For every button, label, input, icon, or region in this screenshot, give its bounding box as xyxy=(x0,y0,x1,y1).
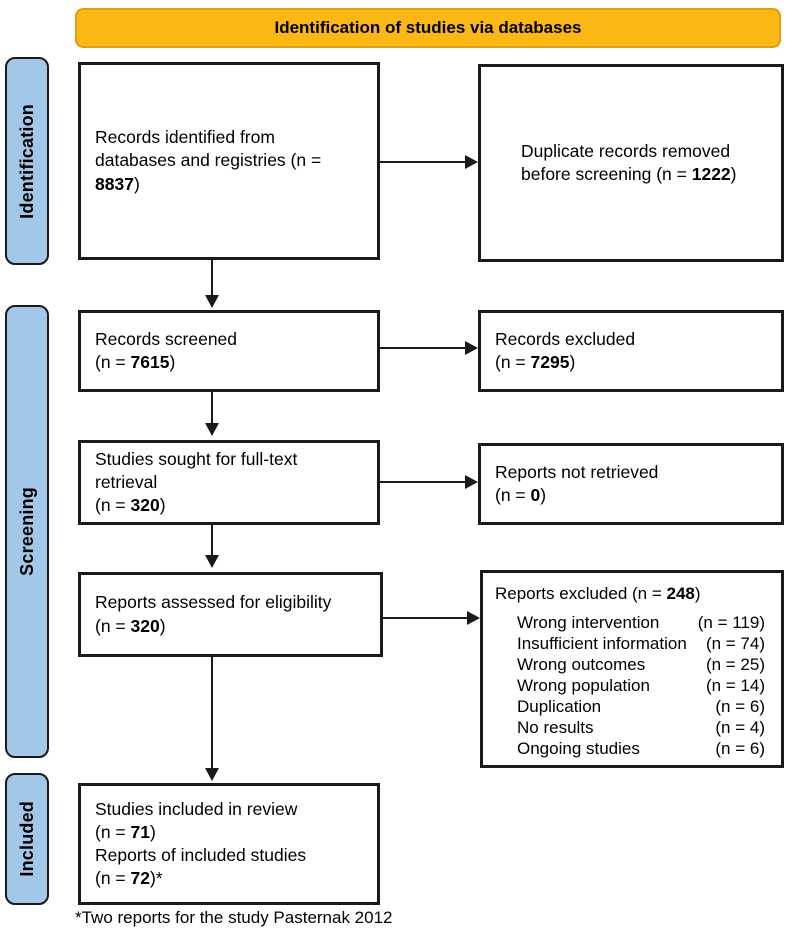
box-reports-not-retrieved-line1: Reports not retrieved xyxy=(495,461,659,482)
box-reports-assessed: Reports assessed for eligibility (n = 32… xyxy=(78,572,383,657)
box-studies-sought: Studies sought for full-text retrieval (… xyxy=(78,440,380,525)
box-records-excluded-line2: (n = 7295) xyxy=(495,352,576,372)
box-reports-assessed-line1: Reports assessed for eligibility xyxy=(95,592,332,613)
banner-identification-via-databases: Identification of studies via databases xyxy=(75,8,781,48)
box-reports-not-retrieved-line2: (n = 0) xyxy=(495,485,547,505)
stage-label-screening: Screening xyxy=(5,305,49,758)
box-reports-excluded-reasons: Reports excluded (n = 248) Wrong interve… xyxy=(480,570,784,768)
box-studies-included-line3: Reports of included studies xyxy=(95,845,307,865)
exclusion-reason-list: Wrong intervention(n = 119) Insufficient… xyxy=(495,612,765,759)
exclusion-reason-row: Duplication(n = 6) xyxy=(517,697,765,717)
arrow-identified-to-duplicates xyxy=(380,155,478,169)
arrow-assessed-to-reports-excluded xyxy=(383,611,480,625)
box-reports-excluded-header: Reports excluded (n = 248) xyxy=(495,584,701,603)
exclusion-reason-row: Ongoing studies(n = 6) xyxy=(517,739,765,759)
box-studies-included: Studies included in review (n = 71) Repo… xyxy=(78,783,380,905)
box-studies-included-line1: Studies included in review xyxy=(95,798,298,819)
box-reports-assessed-line2: (n = 320) xyxy=(95,615,166,636)
box-records-screened-line2: (n = 7615) xyxy=(95,352,176,372)
box-studies-sought-line1: Studies sought for full-text retrieval xyxy=(95,448,298,492)
box-records-identified: Records identified from databases and re… xyxy=(78,62,380,260)
exclusion-reason-row: Insufficient information(n = 74) xyxy=(517,634,765,654)
box-reports-not-retrieved: Reports not retrieved (n = 0) xyxy=(478,443,784,525)
box-records-screened-line1: Records screened xyxy=(95,328,238,349)
arrow-screened-to-sought xyxy=(205,392,219,436)
banner-label: Identification of studies via databases xyxy=(274,18,582,37)
stage-label-included-text: Included xyxy=(16,801,37,877)
box-studies-included-line4: (n = 72)* xyxy=(95,868,163,889)
box-duplicates-removed: Duplicate records removed before screeni… xyxy=(478,64,784,262)
arrow-assessed-to-included xyxy=(205,657,219,781)
box-studies-sought-line2: (n = 320) xyxy=(95,495,166,516)
arrow-identified-to-screened xyxy=(205,260,219,308)
stage-label-included: Included xyxy=(5,773,49,905)
arrow-sought-to-not-retrieved xyxy=(380,475,478,489)
box-records-excluded: Records excluded (n = 7295) xyxy=(478,310,784,392)
stage-label-screening-text: Screening xyxy=(16,487,37,576)
stage-label-identification: Identification xyxy=(5,57,49,265)
exclusion-reason-row: No results(n = 4) xyxy=(517,718,765,738)
box-studies-included-line2: (n = 71) xyxy=(95,821,156,842)
box-records-screened: Records screened (n = 7615) xyxy=(78,310,380,392)
box-records-excluded-line1: Records excluded xyxy=(495,328,636,349)
stage-label-identification-text: Identification xyxy=(16,103,37,219)
exclusion-reason-row: Wrong population(n = 14) xyxy=(517,676,765,696)
footnote: *Two reports for the study Pasternak 201… xyxy=(75,908,393,927)
box-records-identified-text: Records identified from databases and re… xyxy=(95,127,322,194)
exclusion-reason-row: Wrong intervention(n = 119) xyxy=(517,613,765,633)
arrow-sought-to-assessed xyxy=(205,525,219,568)
arrow-screened-to-excluded xyxy=(380,341,478,355)
box-duplicates-removed-text: Duplicate records removed before screeni… xyxy=(521,140,737,184)
exclusion-reason-row: Wrong outcomes(n = 25) xyxy=(517,655,765,675)
